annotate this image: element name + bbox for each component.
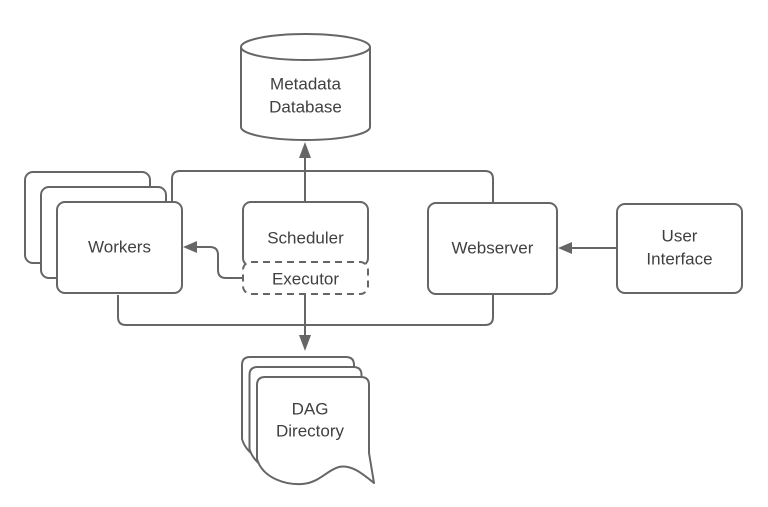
label-user-interface-line2: Interface: [646, 250, 712, 269]
cylinder-top: [240, 33, 371, 61]
label-metadata-database-line1: Metadata: [270, 75, 341, 94]
cylinder-body: [240, 47, 371, 141]
label-dag-directory-line2: Directory: [276, 422, 345, 441]
node-metadata-database: [240, 33, 371, 141]
arrowhead-down-icon: [299, 335, 311, 351]
node-webserver: [427, 202, 558, 295]
label-metadata-database-line2: Database: [269, 98, 342, 117]
arrowhead-left-workers-icon: [183, 241, 197, 253]
label-webserver: Webserver: [452, 239, 534, 258]
workers-card-front: [56, 201, 183, 294]
edge-executor-to-workers: [197, 246, 243, 279]
node-workers: [24, 171, 183, 294]
node-user-interface: [616, 203, 743, 294]
label-dag-directory-line1: DAG: [292, 400, 329, 419]
node-dag-directory: [241, 356, 375, 486]
document-front: [256, 376, 375, 486]
arrowhead-up-icon: [299, 142, 311, 158]
arrowhead-left-webserver-icon: [558, 242, 572, 254]
label-scheduler: Scheduler: [267, 229, 344, 248]
label-user-interface-line1: User: [662, 227, 698, 246]
label-workers: Workers: [88, 238, 151, 257]
label-executor: Executor: [272, 270, 339, 289]
